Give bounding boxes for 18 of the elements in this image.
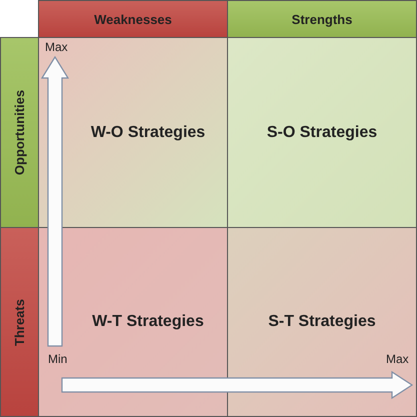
strategy-label: S-O Strategies [266,124,378,142]
header-cell [0,227,39,417]
matrix-cell [227,227,417,417]
header-cell [227,0,417,38]
axis-label: Max [386,352,409,366]
axis-label: Min [48,352,68,366]
strategy-label: S-T Strategies [268,313,376,331]
header-label: Strengths [292,12,352,26]
header-label: Weaknesses [94,12,172,26]
header-cell [0,37,39,228]
axis-label: Max [45,40,68,54]
strategy-label: W-T Strategies [92,313,204,331]
matrix-cell [227,37,417,228]
header-label: Threats [12,298,27,346]
header-cell [38,0,228,38]
matrix-cell [38,37,228,228]
strategy-label: W-O Strategies [90,124,206,142]
header-label: Opportunities [12,90,27,176]
